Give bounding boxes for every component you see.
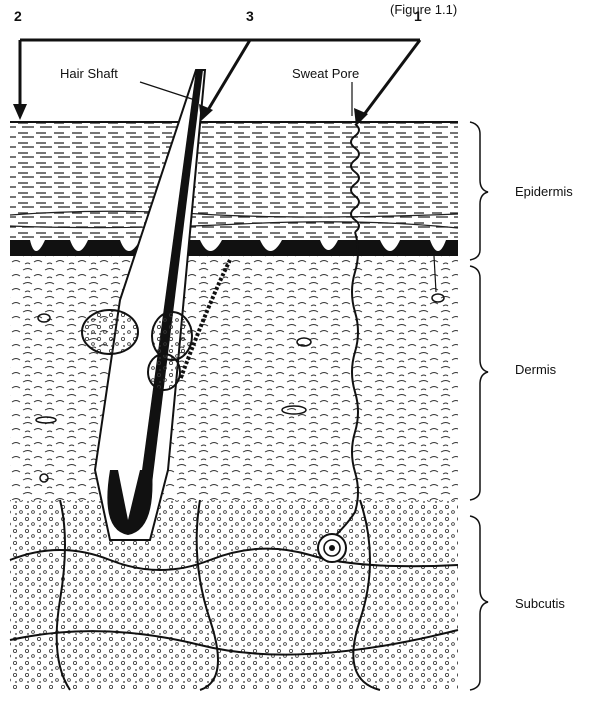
callout-3: 3 [246,8,254,24]
dermis-layer [10,256,458,500]
subcutis-layer [10,500,458,690]
callout-1: 1 [414,8,422,24]
hair-shaft-label: Hair Shaft [60,66,118,81]
arrow-head-2 [13,104,27,120]
callout-2: 2 [14,8,22,24]
dermis-label: Dermis [515,362,556,377]
epidermis-label: Epidermis [515,184,573,199]
sweat-pore-label: Sweat Pore [292,66,359,81]
layer-braces [470,122,488,690]
epidermis-layer [10,122,458,240]
basal-layer [10,240,458,256]
figure-caption-fragment: (Figure 1.1) [390,2,457,17]
subcutis-label: Subcutis [515,596,565,611]
hair-shaft-leader [140,82,195,100]
